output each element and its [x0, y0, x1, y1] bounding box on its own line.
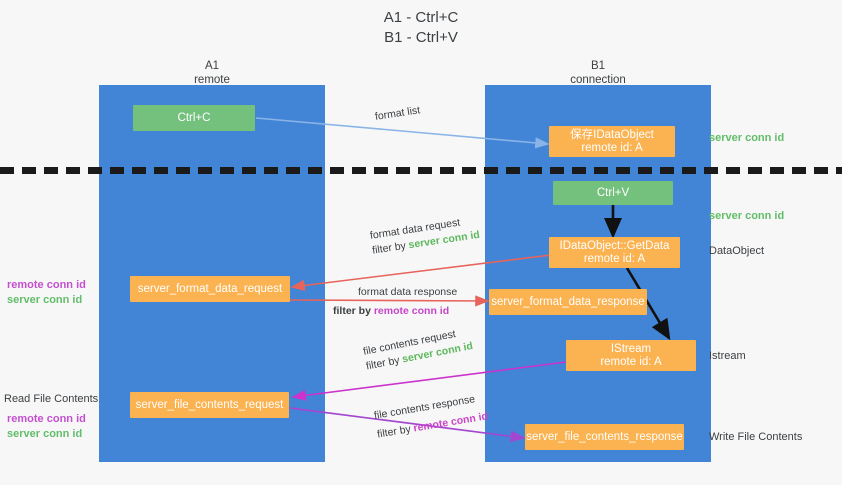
node-server-format-data-request[interactable]: server_format_data_request	[130, 276, 290, 302]
node-istream[interactable]: IStream remote id: A	[566, 340, 696, 371]
lane-b1-sub: connection	[570, 74, 626, 86]
filter-key-remote-conn-id: remote conn id	[373, 305, 450, 317]
node-getdata-line1: IDataObject::GetData	[559, 239, 670, 252]
arrow-file-contents-response	[289, 407, 526, 443]
lane-header-b1: B1 connection	[485, 59, 711, 87]
arrow-getdata-istream	[625, 267, 671, 341]
left-label-server-conn-id-upper: server conn id	[7, 294, 83, 306]
timeline-divider	[0, 167, 842, 174]
right-label-write-file-contents: Write File Contents	[709, 431, 803, 443]
node-istream-line2: remote id: A	[600, 355, 662, 368]
node-getdata-line2: remote id: A	[583, 252, 646, 265]
node-server-file-contents-response-label: server_file_contents_response	[526, 430, 683, 443]
arrow-format-data-response	[289, 295, 490, 307]
right-label-dataobject: DataObject	[709, 245, 765, 257]
node-ctrl-v-label: Ctrl+V	[596, 186, 630, 199]
node-server-file-contents-request-label: server_file_contents_request	[135, 398, 284, 411]
node-server-format-data-response-label: server_format_data_response	[491, 295, 645, 308]
node-server-format-data-response[interactable]: server_format_data_response	[489, 289, 647, 315]
edge-format-data-response-line2: filter by remote conn id	[333, 300, 457, 319]
filter-prefix: filter by	[371, 239, 410, 257]
title-line-1: A1 - Ctrl+C	[383, 9, 459, 26]
arrow-format-data-request	[290, 254, 552, 291]
filter-prefix: filter by	[333, 305, 374, 317]
edge-label-format-data-response: format data response filter by remote co…	[333, 285, 457, 319]
node-ctrl-v[interactable]: Ctrl+V	[553, 181, 673, 205]
right-label-istream: Istream	[709, 350, 746, 362]
node-server-format-data-request-label: server_format_data_request	[137, 282, 283, 295]
title-line-2: B1 - Ctrl+V	[384, 29, 458, 46]
left-label-read-file-contents: Read File Contents	[4, 393, 99, 405]
left-label-server-conn-id-lower: server conn id	[7, 428, 83, 440]
left-label-conn-ids-upper: remote conn id server conn id	[7, 278, 86, 308]
node-save-idataobject-line2: remote id: A	[581, 141, 643, 154]
node-ctrl-c[interactable]: Ctrl+C	[133, 105, 255, 131]
node-idataobject-getdata[interactable]: IDataObject::GetData remote id: A	[549, 237, 680, 268]
lane-b1-name: B1	[590, 60, 606, 72]
edge-format-data-response-line1: format data response	[358, 286, 458, 298]
left-label-conn-ids-lower: remote conn id server conn id	[7, 412, 86, 442]
node-server-file-contents-response[interactable]: server_file_contents_response	[525, 424, 684, 450]
node-save-idataobject[interactable]: 保存IDataObject remote id: A	[549, 126, 675, 157]
lane-header-a1: A1 remote	[99, 59, 325, 87]
lane-a1-name: A1	[204, 60, 220, 72]
node-server-file-contents-request[interactable]: server_file_contents_request	[130, 392, 289, 418]
lane-a1-sub: remote	[194, 74, 230, 86]
right-label-server-conn-id-top: server conn id	[709, 132, 785, 144]
right-label-server-conn-id-mid: server conn id	[709, 210, 785, 222]
node-istream-line1: IStream	[610, 342, 652, 355]
left-label-remote-conn-id-upper: remote conn id	[7, 279, 86, 291]
arrow-format-list	[255, 117, 550, 149]
page-title: A1 - Ctrl+C B1 - Ctrl+V	[0, 8, 842, 48]
node-ctrl-c-label: Ctrl+C	[177, 111, 211, 124]
arrow-file-contents-request	[291, 361, 567, 401]
left-label-remote-conn-id-lower: remote conn id	[7, 413, 86, 425]
node-save-idataobject-line1: 保存IDataObject	[570, 128, 654, 141]
